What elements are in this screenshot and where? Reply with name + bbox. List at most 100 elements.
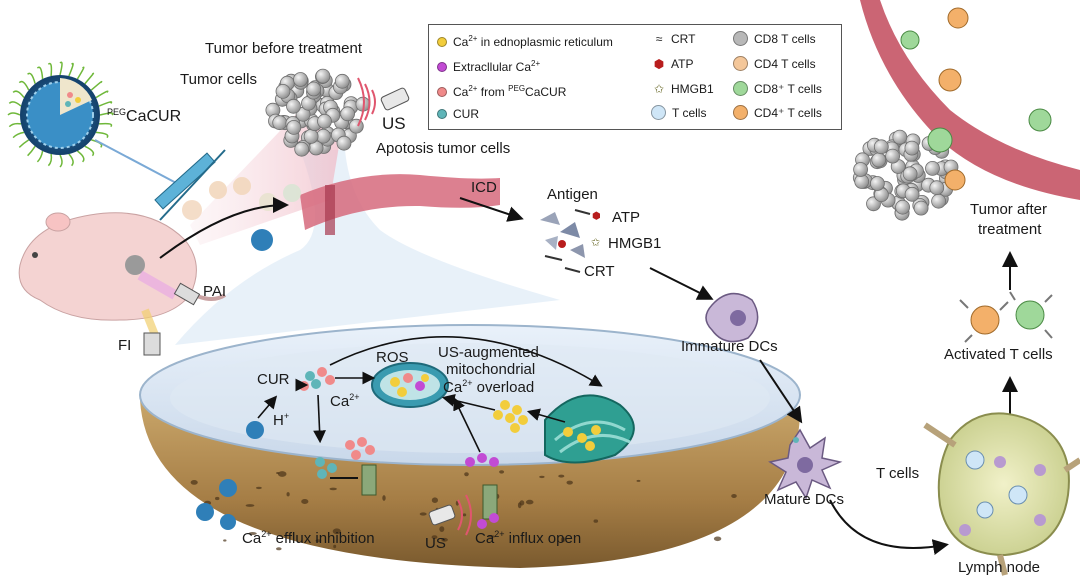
soil-speck — [190, 480, 198, 485]
pink-dot-icon — [437, 87, 447, 97]
label-mature-dcs: Mature DCs — [764, 491, 845, 508]
label-efflux: Ca2+ efflux inhibition — [242, 529, 375, 547]
soil-speck — [315, 539, 322, 543]
soil-speck — [333, 544, 337, 549]
t-cell-icon — [651, 105, 666, 120]
tumor-cell — [286, 120, 302, 135]
soil-speck — [431, 535, 438, 539]
peg-chain — [68, 153, 74, 167]
yellow-dot-icon — [437, 37, 447, 47]
label-h-plus: H+ — [273, 411, 290, 429]
legend-item-hmgb1: ✩HMGB1 — [651, 82, 714, 96]
legend-item-t-cells: T cells — [651, 105, 706, 120]
peg-chain — [47, 153, 53, 167]
tumor-cell — [885, 148, 900, 164]
peg-chain — [7, 112, 21, 116]
peg-chain — [59, 61, 63, 76]
legend-item-cur: CUR — [437, 107, 479, 121]
label-us-augmented-2: mitochondrial — [446, 361, 536, 378]
label-lymph-node: Lymph node — [958, 559, 1041, 576]
tumor-cell — [925, 160, 940, 176]
tumor-cell — [873, 139, 889, 155]
tumor-cell — [317, 113, 332, 129]
peg-chain — [12, 90, 25, 99]
tumor-cell — [904, 186, 920, 202]
peg-chain — [36, 150, 44, 163]
svg-text:⬢: ⬢ — [592, 211, 601, 222]
icd-arrow — [459, 197, 524, 222]
label-peg-cacur: PEGCaCUR — [107, 107, 182, 125]
influx-channel — [465, 453, 499, 529]
tumor-cell — [294, 141, 310, 157]
tumor-cell — [931, 193, 946, 209]
tumor-cell — [303, 128, 319, 144]
soil-speck — [487, 535, 496, 538]
tumor-cell — [306, 81, 322, 97]
label-tumor-cells: Tumor cells — [180, 71, 257, 88]
peg-chain — [36, 66, 44, 80]
legend-item-cd8-plus: CD8⁺ T cells — [733, 81, 822, 96]
label-t-cells: T cells — [876, 465, 920, 482]
tumor-cluster-before — [265, 68, 371, 157]
tumor-cell — [913, 200, 929, 216]
endoplasmic-reticulum — [544, 394, 635, 464]
tumor-cell — [275, 84, 291, 99]
legend-item-crt: ≈CRT — [651, 32, 696, 46]
atp-hexagon-icon: ⬢ — [653, 57, 665, 71]
legend-item-ca-peg: Ca2+ from PEGCaCUR — [437, 82, 566, 99]
legend-item-atp: ⬢ATP — [651, 57, 694, 71]
svg-text:✩: ✩ — [591, 237, 600, 249]
label-apoptosis: Apotosis tumor cells — [376, 140, 511, 157]
crt-icon: ≈ — [655, 32, 663, 46]
soil-speck — [301, 499, 309, 504]
purple-dot-icon — [437, 62, 447, 72]
soil-speck — [464, 472, 469, 477]
peg-chain — [76, 150, 85, 163]
tumor-cell — [902, 166, 918, 182]
label-activated-t-cells: Activated T cells — [944, 346, 1053, 363]
peg-chain — [76, 66, 85, 80]
soil-speck — [248, 532, 257, 535]
tumor-after — [852, 0, 1080, 221]
tumor-cell — [293, 72, 308, 87]
soil-speck — [499, 470, 505, 474]
soil-speck — [566, 480, 573, 485]
soil-speck — [256, 486, 262, 490]
soil-speck — [286, 492, 290, 497]
cd8-cell-icon — [733, 31, 748, 46]
peg-chain — [84, 72, 95, 85]
soil-speck — [277, 471, 287, 477]
label-fi: FI — [118, 337, 132, 354]
cd8-plus-cell-icon — [733, 81, 748, 96]
legend-box: Ca2+ in ednoplasmic reticulum Extracllul… — [428, 24, 842, 130]
zoom-cone — [175, 150, 560, 345]
peg-chain — [68, 62, 74, 77]
legend-item-cd4: CD4 T cells — [733, 56, 816, 71]
peg-chain — [98, 122, 113, 128]
soil-speck — [517, 502, 522, 509]
bowl-arrows — [257, 336, 603, 453]
mature-dc — [768, 428, 843, 500]
soil-speck — [419, 512, 427, 516]
teal-dot-icon — [437, 109, 447, 119]
soil-speck — [223, 539, 227, 542]
soil-speck — [593, 519, 599, 523]
legend-item-cd8: CD8 T cells — [733, 31, 816, 46]
tumor-cell — [870, 176, 885, 191]
legend-item-extracellular-ca: Extracllular Ca2+ — [437, 57, 540, 74]
label-tumor-after-2: treatment — [978, 221, 1042, 238]
soil-speck — [731, 494, 737, 498]
tumor-cell — [895, 199, 910, 215]
label-us-augmented-1: US-augmented — [438, 344, 539, 361]
peg-chain — [95, 90, 109, 99]
hmgb1-star-icon: ✩ — [653, 82, 665, 96]
label-tumor-before: Tumor before treatment — [205, 40, 363, 57]
peg-chain — [27, 72, 36, 84]
antigen-debris: ⬢ ✩ — [540, 209, 601, 273]
label-hmgb1: HMGB1 — [608, 235, 662, 252]
label-us-top: US — [382, 114, 406, 133]
syringe — [154, 149, 226, 221]
soil-speck — [332, 528, 341, 535]
peg-chain — [12, 131, 25, 139]
arrow-to-mature-dc — [759, 359, 803, 424]
